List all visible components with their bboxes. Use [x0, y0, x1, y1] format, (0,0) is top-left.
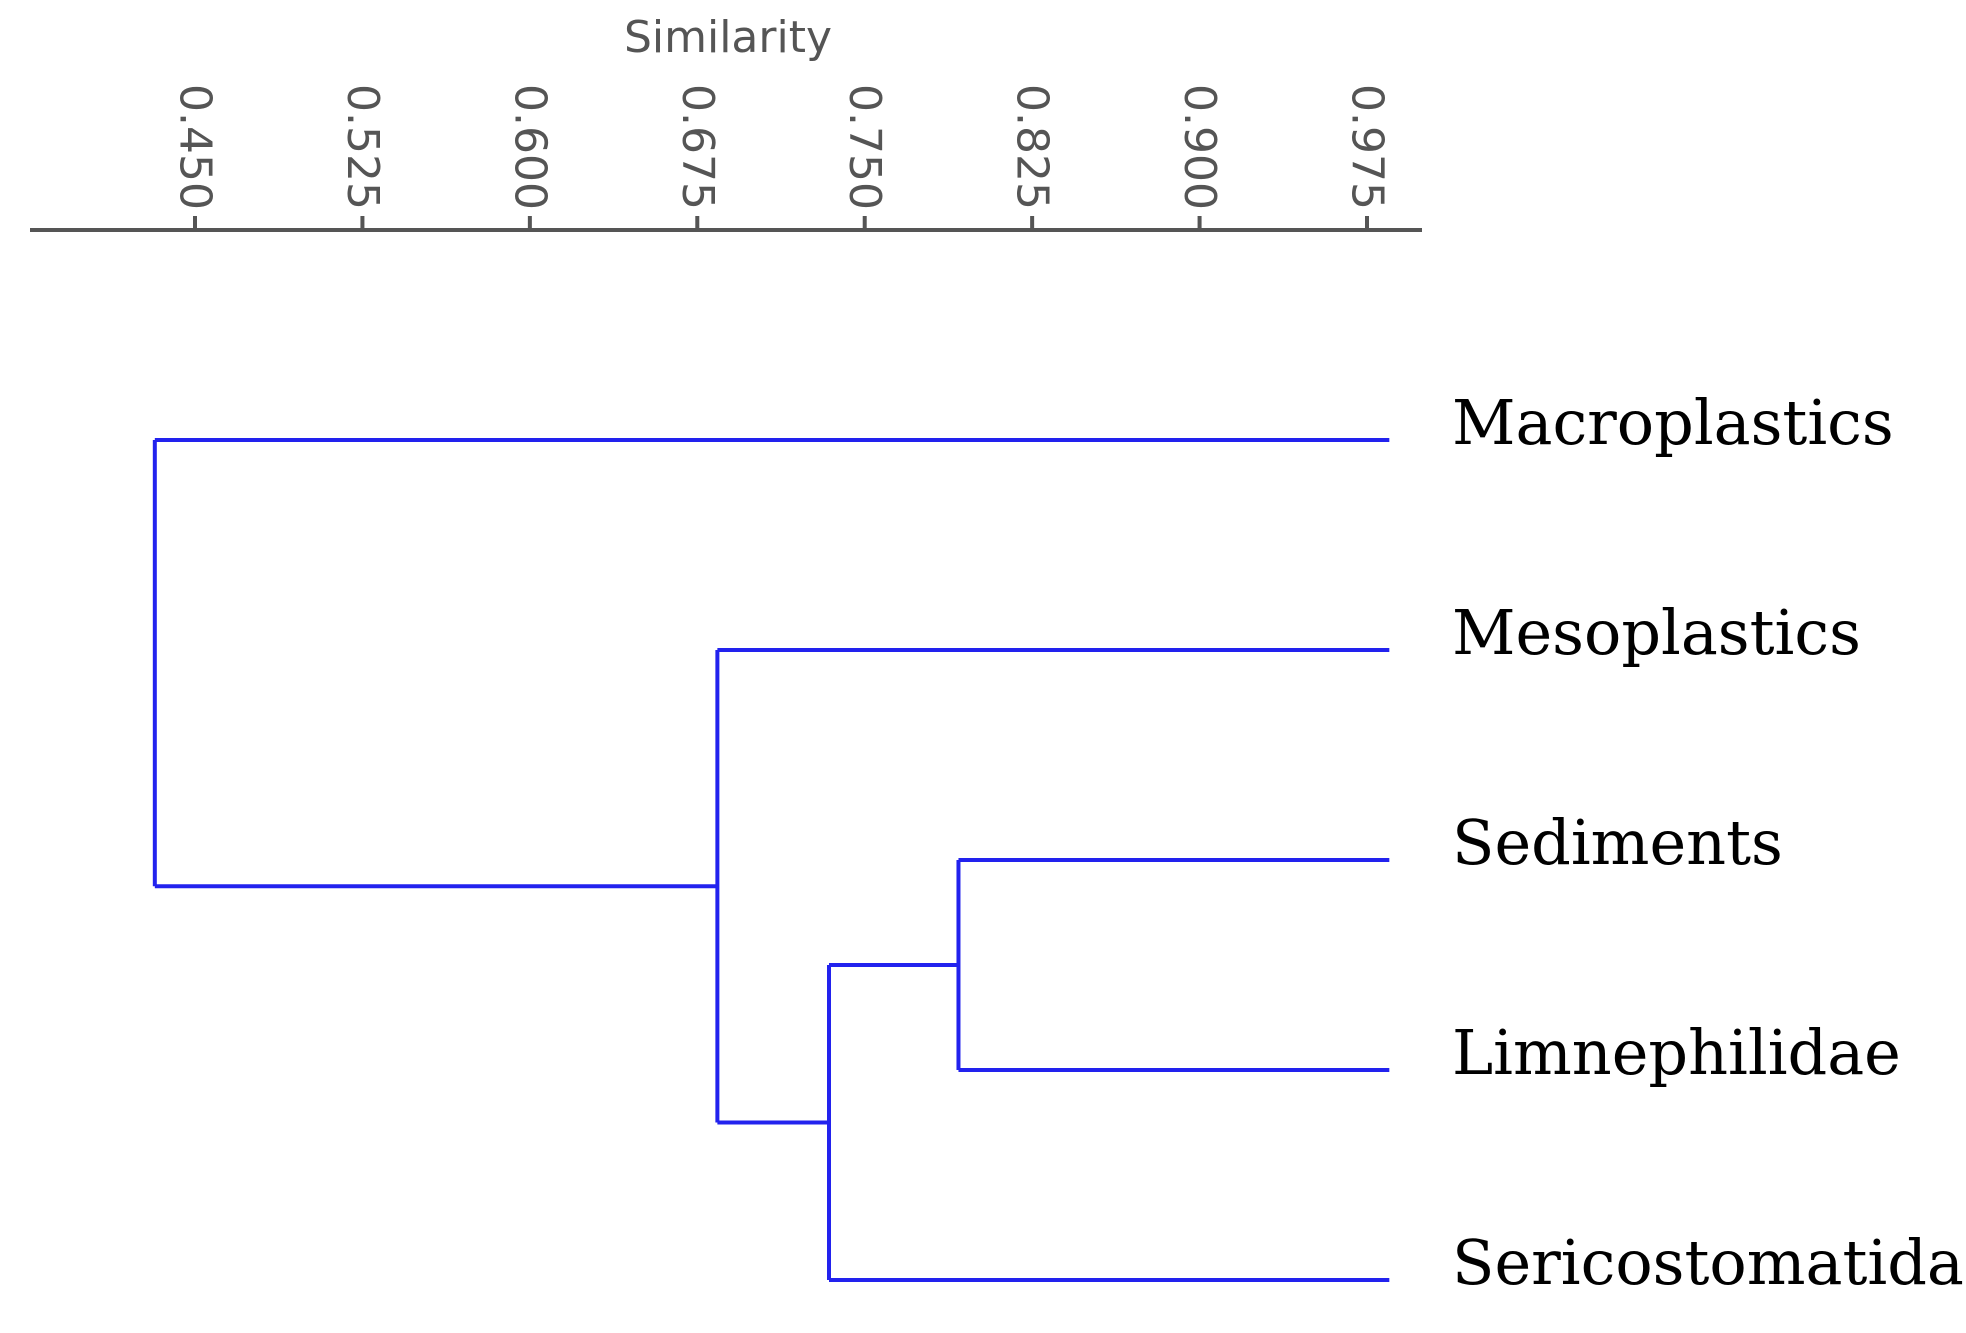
dendrogram-branches: [152, 438, 1390, 1282]
tick-label: 0.675: [672, 84, 723, 210]
leaf-label: Macroplastics: [1452, 386, 1894, 459]
axis-title: Similarity: [624, 12, 832, 63]
leaf-label: Limnephilidae: [1452, 1016, 1901, 1089]
leaf-label: Sericostomatidae: [1452, 1226, 1966, 1299]
tick-label: 0.900: [1174, 84, 1225, 210]
tick-label: 0.750: [839, 84, 890, 210]
similarity-axis: 0.450 0.525 0.600 0.675 0.750 0.825 0.900 0.975: [30, 84, 1422, 232]
tick-label: 0.825: [1007, 84, 1058, 210]
leaf-label: Mesoplastics: [1452, 596, 1861, 669]
leaf-label: Sediments: [1452, 806, 1783, 879]
tick-label: 0.450: [170, 84, 221, 210]
leaf-labels: MacroplasticsMesoplasticsSedimentsLimnep…: [1452, 386, 1966, 1299]
tick-label: 0.600: [504, 84, 555, 210]
tick-label: 0.525: [337, 84, 388, 210]
tick-label: 0.975: [1342, 84, 1393, 210]
